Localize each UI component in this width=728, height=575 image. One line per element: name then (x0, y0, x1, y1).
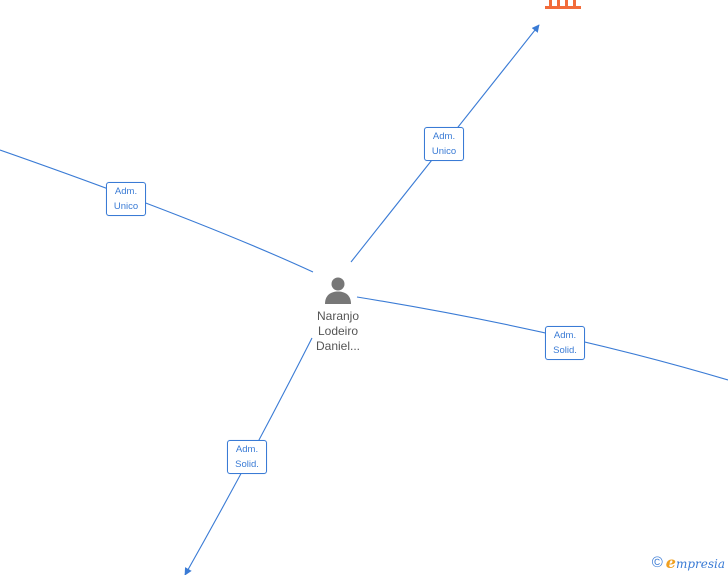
company-node[interactable] (545, 0, 581, 15)
edge-label-top-right[interactable]: Adm. Unico (424, 127, 464, 161)
edge-label-line2: Solid. (235, 459, 259, 470)
copyright-icon: © (651, 554, 663, 571)
person-name: Naranjo Lodeiro Daniel... (305, 309, 371, 354)
brand-rest: mpresia (675, 557, 725, 571)
edge-line-right (356, 296, 728, 381)
edge-label-bottom[interactable]: Adm. Solid. (227, 440, 267, 474)
footer-watermark: © empresia (652, 553, 725, 572)
edge-label-line1: Adm. (553, 330, 577, 341)
building-icon (545, 0, 581, 9)
brand-logo: empresia (666, 553, 725, 572)
edge-label-left[interactable]: Adm. Unico (106, 182, 146, 216)
person-name-line2: Lodeiro (317, 324, 359, 338)
edge-label-line2: Solid. (553, 345, 577, 356)
person-node[interactable]: Naranjo Lodeiro Daniel... (305, 276, 371, 354)
person-icon (325, 277, 351, 304)
edge-label-right[interactable]: Adm. Solid. (545, 326, 585, 360)
brand-initial: e (665, 553, 676, 572)
edge-label-line1: Adm. (114, 186, 138, 197)
edge-label-line1: Adm. (235, 444, 259, 455)
edge-label-line1: Adm. (432, 131, 456, 142)
person-name-line3: Daniel... (315, 339, 361, 353)
edge-line-left (0, 149, 314, 273)
edge-label-line2: Unico (431, 146, 457, 157)
edge-label-line2: Unico (113, 201, 139, 212)
person-name-line1: Naranjo (316, 309, 360, 323)
